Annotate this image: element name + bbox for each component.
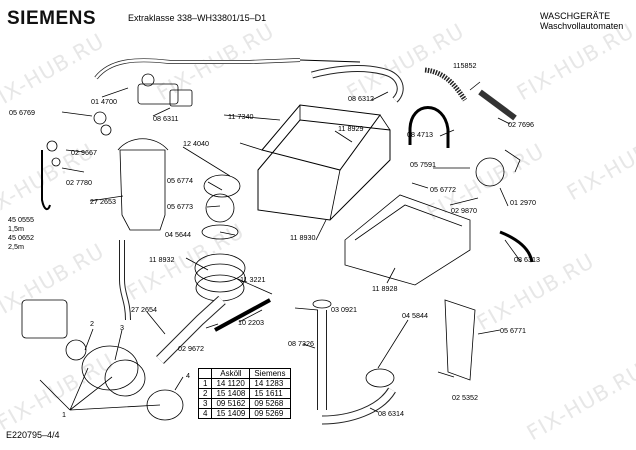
- table-cell: 09 5268: [249, 398, 291, 409]
- table-cell: 3: [197, 398, 213, 409]
- part-label: 04 5644: [165, 230, 191, 239]
- table-row: 3 09 5162 09 5268: [197, 398, 291, 409]
- part-label: 11 7340: [228, 112, 253, 121]
- part-label: 05 6773: [167, 202, 193, 211]
- callout-number: 4: [186, 371, 190, 380]
- part-label: 08 6311: [153, 114, 178, 123]
- part-label: 05 6772: [430, 185, 456, 194]
- part-label: 10 2203: [238, 318, 264, 327]
- part-label: 1,5m: [8, 224, 24, 233]
- part-label: 08 4713: [407, 130, 433, 139]
- part-label: 02 9667: [71, 148, 97, 157]
- table-cell: 2: [197, 388, 213, 399]
- part-label: 02 9672: [178, 344, 204, 353]
- part-label: 11 8932: [149, 255, 174, 264]
- callout-number: 2: [90, 319, 94, 328]
- table-cell: 1: [197, 378, 213, 389]
- part-label: 02 9870: [451, 206, 477, 215]
- table-cell: 15 1408: [211, 388, 251, 399]
- part-label: 11 8928: [372, 284, 397, 293]
- table-header-row: Asköll Siemens: [197, 368, 291, 379]
- table-header: Asköll: [211, 368, 251, 379]
- part-label: 05 6769: [9, 108, 35, 117]
- part-label: 115852: [453, 61, 476, 70]
- callout-number: 3: [120, 323, 124, 332]
- table-cell: 14 1120: [211, 378, 251, 389]
- part-labels: 05 6769 01 4700 08 6311 11 7340 08 6312 …: [8, 61, 540, 419]
- brand-logo: SIEMENS: [7, 8, 97, 29]
- parts-reference-table: Asköll Siemens 1 14 1120 14 1283 2 15 14…: [197, 368, 291, 419]
- part-label: 12 4040: [183, 139, 209, 148]
- part-label: 27 2653: [90, 197, 116, 206]
- table-header: Siemens: [249, 368, 291, 379]
- part-label: 08 6314: [378, 409, 404, 418]
- table-cell: 15 1409: [211, 408, 251, 419]
- part-label: 02 7780: [66, 178, 92, 187]
- part-label: 05 6771: [500, 326, 526, 335]
- part-label: 11 8930: [290, 233, 315, 242]
- callout-number: 1: [62, 410, 66, 419]
- part-label: 08 6312: [348, 94, 374, 103]
- part-label: 2,5m: [8, 242, 24, 251]
- part-label: 45 0652: [8, 233, 34, 242]
- part-label: 11 8929: [338, 124, 363, 133]
- document-reference: E220795–4/4: [6, 430, 60, 440]
- table-cell: 09 5269: [249, 408, 291, 419]
- table-cell: 15 1611: [249, 388, 291, 399]
- part-label: 02 5352: [452, 393, 478, 402]
- part-label: 45 0555: [8, 215, 34, 224]
- table-row: 2 15 1408 15 1611: [197, 388, 291, 399]
- model-number: Extraklasse 338–WH33801/15–D1: [128, 13, 267, 23]
- part-label: 04 5844: [402, 311, 428, 320]
- table-row: 4 15 1409 09 5269: [197, 408, 291, 419]
- part-label: 08 6313: [514, 255, 540, 264]
- table-cell: 14 1283: [249, 378, 291, 389]
- part-label: 01 4700: [91, 97, 117, 106]
- part-label: 11 3221: [240, 275, 265, 284]
- category-subtitle: Waschvollautomaten: [540, 21, 624, 31]
- table-cell: 09 5162: [211, 398, 251, 409]
- part-label: 05 7591: [410, 160, 436, 169]
- part-label: 02 7696: [508, 120, 534, 129]
- table-row: 1 14 1120 14 1283: [197, 378, 291, 389]
- part-label: 05 6774: [167, 176, 193, 185]
- part-label: 08 7326: [288, 339, 314, 348]
- part-label: 27 2654: [131, 305, 157, 314]
- table-header: [197, 368, 213, 379]
- table-cell: 4: [197, 408, 213, 419]
- part-label: 01 2970: [510, 198, 536, 207]
- part-label: 03 0921: [331, 305, 357, 314]
- category-title: WASCHGERÄTE: [540, 11, 611, 21]
